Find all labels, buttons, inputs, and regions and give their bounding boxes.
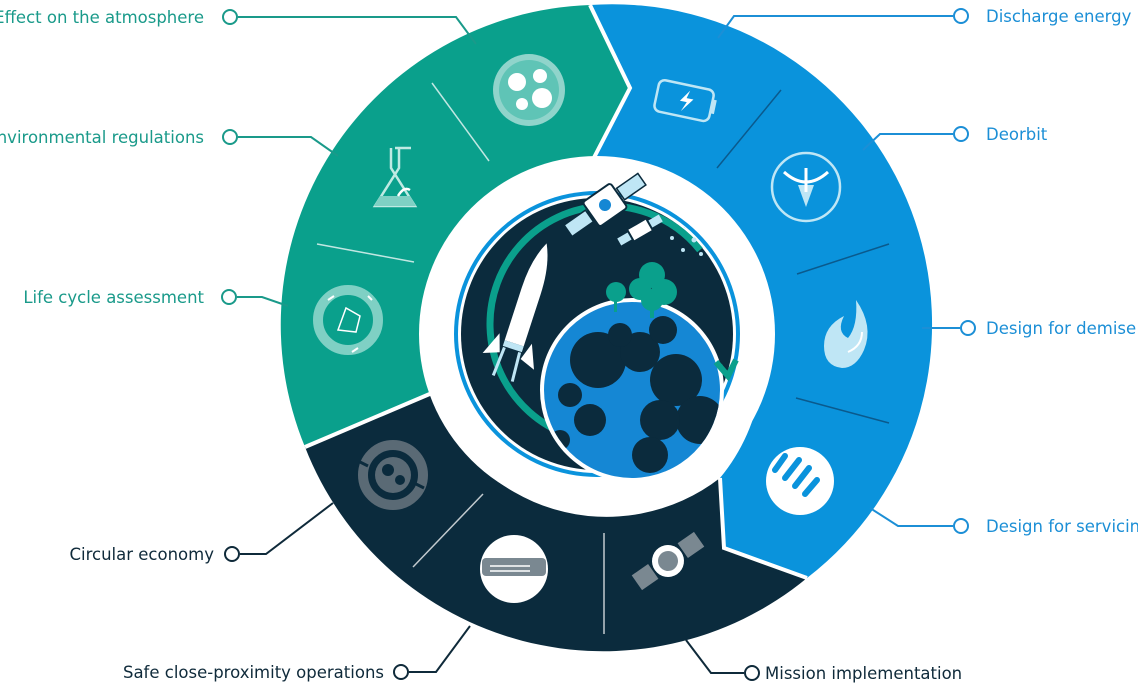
- label-design-for-servicing: Design for servicing: [986, 517, 1138, 536]
- label-design-for-demise: Design for demise: [986, 319, 1136, 338]
- label-environmental-regulations: Environmental regulations: [0, 128, 204, 147]
- label-circular-economy: Circular economy: [70, 545, 215, 564]
- segment-dividers: [316, 82, 890, 634]
- earth-icon: [540, 298, 739, 482]
- battery-icon: [653, 78, 717, 123]
- satellite-center-icon: [563, 172, 663, 246]
- label-discharge-energy: Discharge energy: [986, 7, 1132, 26]
- labels: Effect on the atmosphere Environmental r…: [0, 7, 1138, 683]
- servicing-hand-icon: [766, 447, 834, 515]
- flask-icon: [372, 146, 418, 208]
- label-effect-on-atmosphere: Effect on the atmosphere: [0, 8, 204, 27]
- label-safe-close-proximity: Safe close-proximity operations: [123, 663, 384, 682]
- tree-icon: [606, 262, 677, 318]
- globe-icon: [493, 54, 565, 126]
- flame-icon: [824, 300, 868, 368]
- deorbit-arrow-icon: [770, 151, 842, 223]
- handshake-icon: [480, 535, 548, 603]
- dark-segment: [305, 393, 807, 652]
- label-life-cycle-assessment: Life cycle assessment: [23, 288, 204, 307]
- label-deorbit: Deorbit: [986, 125, 1048, 144]
- leader-lines: [221, 8, 976, 681]
- recycle-gem-icon: [313, 285, 383, 355]
- satellite-icon: [631, 531, 705, 591]
- recycle-earth-icon: [358, 440, 428, 510]
- rocket-icon: [482, 243, 548, 382]
- label-mission-implementation: Mission implementation: [765, 664, 962, 683]
